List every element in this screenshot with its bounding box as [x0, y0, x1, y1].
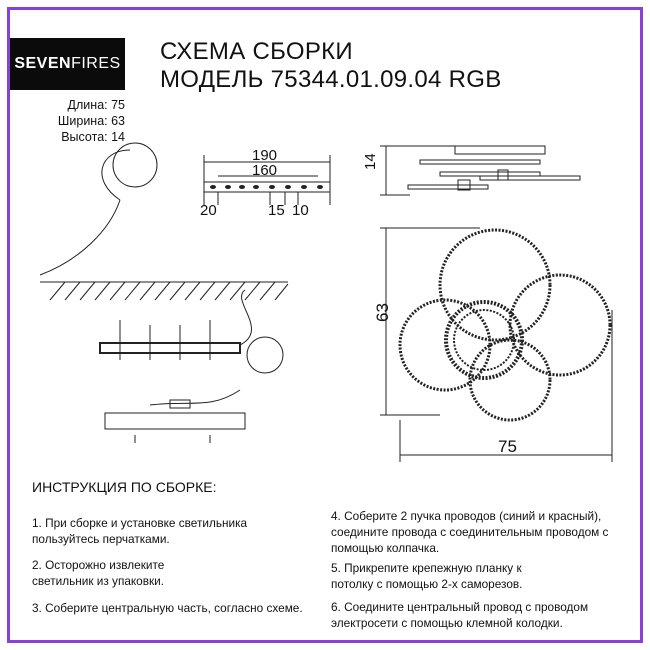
top-view: [380, 227, 613, 462]
height: Высота: 14: [61, 130, 125, 144]
logo-light: FIRES: [71, 55, 121, 72]
label-15: 15: [268, 202, 285, 219]
instruction-4: 4. Соберите 2 пучка проводов (синий и кр…: [331, 509, 609, 555]
side-view: [380, 145, 581, 196]
model-title: МОДЕЛЬ 75344.01.09.04 RGB: [160, 66, 502, 93]
logo-bold: SEVEN: [14, 55, 72, 72]
label-63: 63: [373, 303, 392, 322]
dimensions: Длина: 75 Ширина: 63 Высота: 14: [10, 97, 125, 145]
instructions-heading: ИНСТРУКЦИЯ ПО СБОРКЕ:: [32, 479, 217, 495]
sheet-title: СХЕМА СБОРКИ: [160, 38, 353, 65]
instruction-1: 1. При сборке и установке светильника по…: [32, 516, 248, 546]
length: Длина: 75: [67, 98, 125, 112]
width: Ширина: 63: [57, 114, 125, 128]
label-10: 10: [292, 202, 309, 219]
assembly-diagram: 190 160 20 15 10 14 63 75: [39, 142, 613, 462]
instruction-6: 6. Соедините центральный провод с провод…: [331, 600, 589, 630]
label-160: 160: [252, 162, 277, 179]
instruction-2: 2. Осторожно извлеките светильник из упа…: [32, 558, 165, 588]
instruction-5: 5. Прикрепите крепежную планку к потолку…: [331, 561, 523, 591]
label-75: 75: [498, 437, 517, 456]
instruction-3: 3. Соберите центральную часть, согласно …: [32, 601, 303, 615]
bracket-drawing: [203, 155, 331, 205]
mounting-drawing: [39, 142, 289, 443]
label-190: 190: [252, 147, 277, 164]
page-border: [7, 7, 643, 643]
label-14: 14: [362, 153, 379, 170]
label-20: 20: [200, 202, 217, 219]
